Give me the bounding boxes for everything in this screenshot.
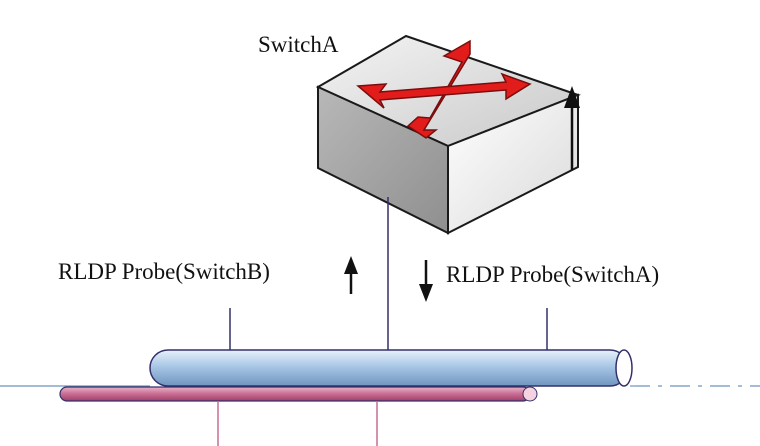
- switch-cross-arrows: [356, 39, 532, 139]
- network-switch-icon: [315, 34, 581, 235]
- probe-right-label: RLDP Probe(SwitchA): [446, 262, 659, 287]
- probe-left-label: RLDP Probe(SwitchB): [58, 259, 270, 284]
- arrow-up-icon: [344, 256, 358, 274]
- upper-pipe: [149, 349, 633, 387]
- lower-pipe: [59, 386, 538, 402]
- arrow-up-icon: [564, 86, 580, 108]
- switch-label: SwitchA: [258, 32, 339, 57]
- switch-right-face: [447, 93, 579, 235]
- arrow-down-icon: [419, 284, 433, 302]
